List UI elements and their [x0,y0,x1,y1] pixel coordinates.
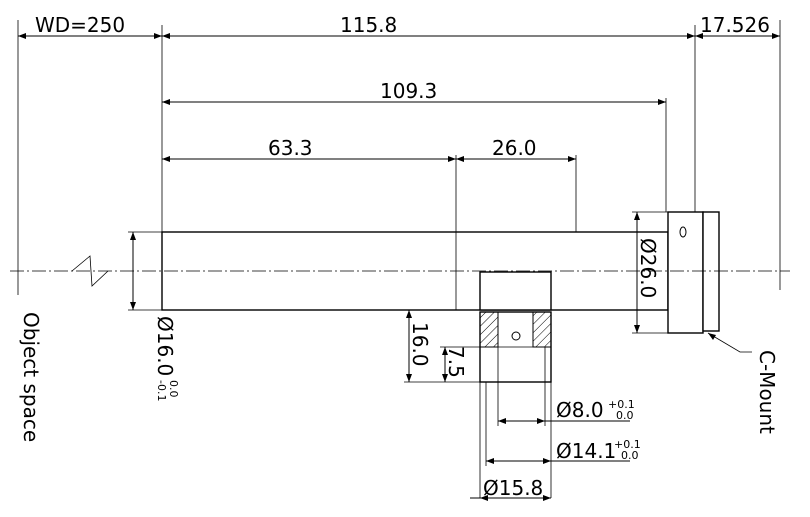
port-depth-label: 7.5 [444,346,468,378]
object-space-label: Object space [19,312,43,442]
port-inner-tol-upper: +0.1 [608,398,635,411]
dim-port-height [404,309,480,383]
port-housing [479,271,552,311]
rear-diameter-label: Ø26.0 [636,238,660,298]
port-inner-diameter-label: Ø8.0 [556,398,604,422]
port-outer-diameter-label: Ø15.8 [483,476,543,500]
front-tol-upper: 0.0 [167,380,180,398]
dim-front-diameter [128,231,162,311]
port-screw-hole [511,331,521,341]
flange-offset-label: 17.526 [700,13,770,37]
c-mount-thread [702,211,720,332]
front-tol-lower: -0.1 [155,380,168,401]
dim-row-top [18,33,780,39]
dim-rear-diameter [632,211,668,334]
wd-label: WD=250 [35,13,125,37]
dim-port-diameters [470,347,630,501]
flange-screw-hole [679,226,687,238]
break-symbol [71,255,109,287]
port-to-rear-label: 26.0 [492,136,537,160]
front-diameter-label: Ø16.0 [153,316,177,376]
port-hatch-left [479,311,499,348]
port-mid-tol-lower: 0.0 [621,449,639,462]
front-to-port-label: 63.3 [268,136,313,160]
port-mid-diameter-label: Ø14.1 [556,439,616,463]
dim-row-port [162,156,576,162]
front-diameter-group: Ø16.0 0.0 -0.1 [153,316,180,401]
mount-leader-line [707,332,752,353]
dim-row-body [162,99,666,105]
mount-leader-arrow [708,333,716,340]
port-mid-tol-upper: +0.1 [614,438,641,451]
port-height-label: 16.0 [408,322,432,367]
body-length-label: 109.3 [380,79,437,103]
mount-label: C-Mount [755,350,779,434]
total-length-label: 115.8 [340,13,397,37]
port-hatch-right [532,311,552,348]
port-inner-tol-lower: 0.0 [616,409,634,422]
